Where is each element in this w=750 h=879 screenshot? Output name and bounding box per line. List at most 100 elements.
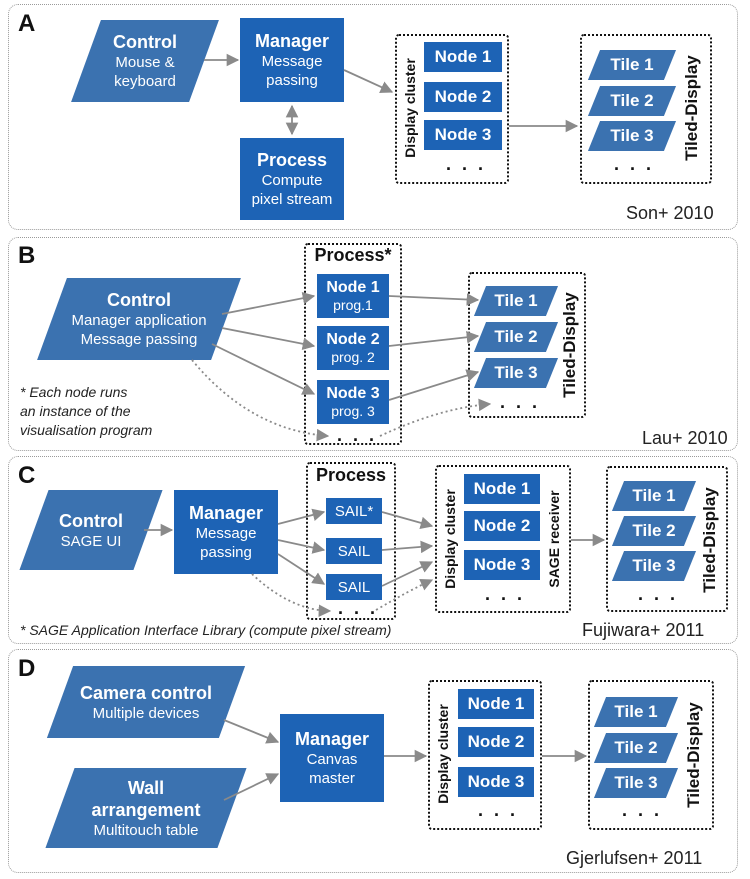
panel-b-node-3-prog: prog. 3 xyxy=(331,403,375,419)
panel-c-tile-3: Tile 3 xyxy=(611,551,697,581)
panel-c-tile-ellipsis: . . . xyxy=(638,584,679,604)
panel-d-citation: Gjerlufsen+ 2011 xyxy=(566,848,703,868)
panel-d-tile-3: Tile 3 xyxy=(593,768,679,798)
panel-c-tile-2: Tile 2 xyxy=(611,516,697,546)
panel-c-tile-3-label: Tile 3 xyxy=(632,556,676,575)
arrow-b-node2-tile2 xyxy=(388,331,480,347)
panel-a-process-title: Process xyxy=(256,150,328,170)
panel-c-sail-3: SAIL xyxy=(326,574,382,600)
panel-c-control-title: Control xyxy=(59,510,123,531)
panel-a-control-line1: Mouse & xyxy=(115,54,175,71)
panel-d-camera-title: Camera control xyxy=(79,682,213,703)
panel-a-tile-3-label: Tile 3 xyxy=(610,126,654,145)
arrow-b-control-node2 xyxy=(221,327,316,351)
panel-b-node-2-prog: prog. 2 xyxy=(331,349,375,365)
panel-d-node-1: Node 1 xyxy=(458,689,534,719)
arrow-c-sail3-cluster xyxy=(381,561,434,587)
panel-d-tiled-display xyxy=(588,680,714,830)
panel-b-node-1-name: Node 1 xyxy=(326,279,380,296)
panel-b-node-2-name: Node 2 xyxy=(326,331,380,348)
panel-d-node-2: Node 2 xyxy=(458,727,534,757)
panel-d-label: D xyxy=(18,655,36,682)
arrow-c-manager-sail2 xyxy=(277,539,326,554)
panel-c-note: * SAGE Application Interface Library (co… xyxy=(20,622,392,638)
panel-a-node-2: Node 2 xyxy=(424,82,502,112)
panel-c-citation: Fujiwara+ 2011 xyxy=(582,620,705,640)
panel-d-manager-title: Manager xyxy=(294,729,370,749)
panel-c-manager-title: Manager xyxy=(188,503,264,523)
panel-a-label: A xyxy=(18,10,36,37)
panel-b-tiled-display xyxy=(468,272,586,418)
panel-b-tile-1: Tile 1 xyxy=(473,286,559,316)
panel-c-manager-line2: passing xyxy=(200,544,252,561)
panel-c-display-cluster xyxy=(435,465,571,613)
panel-b-note-line1: * Each node runs xyxy=(20,384,128,400)
panel-c-process xyxy=(306,462,396,620)
arrow-d-camera-manager xyxy=(223,719,280,744)
panel-b-node-3: Node 3 prog. 3 xyxy=(317,380,389,424)
panel-b-control: Control Manager application Message pass… xyxy=(37,278,241,360)
panel-a-manager-line2: passing xyxy=(266,72,318,89)
panel-a-tile-2-label: Tile 2 xyxy=(610,91,654,110)
panel-d-tile-3-label: Tile 3 xyxy=(614,773,658,792)
panel-d-tile-2: Tile 2 xyxy=(593,733,679,763)
panel-c-tile-1-label: Tile 1 xyxy=(632,486,676,505)
panel-b-note-line2: an instance of the xyxy=(20,403,131,419)
panel-c-manager: Manager Message passing xyxy=(174,490,278,574)
panel-a-node-3: Node 3 xyxy=(424,120,502,150)
panel-d-node-3: Node 3 xyxy=(458,767,534,797)
panel-c-sail-1: SAIL* xyxy=(326,498,382,524)
panel-d-wall-title2: arrangement xyxy=(91,799,201,820)
panel-b-node-1: Node 1 prog.1 xyxy=(317,274,389,318)
arrow-c-more-cluster xyxy=(375,578,434,611)
panel-b-process-title: Process* xyxy=(314,245,392,265)
panel-b-note-line3: visualisation program xyxy=(20,422,153,438)
panel-a xyxy=(8,4,738,230)
arrow-b-control-node3 xyxy=(211,343,316,395)
panel-b-control-title: Control xyxy=(107,290,171,310)
panel-c-control-line1: SAGE UI xyxy=(60,532,122,550)
panel-d-manager-line1: Canvas xyxy=(306,751,358,768)
panel-c-control: Control SAGE UI xyxy=(19,490,163,570)
panel-c-tile-2-label: Tile 2 xyxy=(632,521,676,540)
panel-a-tile-3: Tile 3 xyxy=(587,121,677,151)
panel-b-tile-1-label: Tile 1 xyxy=(494,291,538,310)
panel-b-tile-2-label: Tile 2 xyxy=(494,327,538,346)
panel-b-citation: Lau+ 2010 xyxy=(642,428,728,448)
arrow-c-sail2-cluster xyxy=(381,540,434,554)
panel-c-manager-line1: Message xyxy=(195,525,257,542)
panel-c-ellipsis: . . . xyxy=(338,598,379,618)
arrow-b-control-more xyxy=(191,359,330,442)
arrow-c-sail1-cluster xyxy=(381,511,434,530)
panel-a-manager-line1: Message xyxy=(261,53,323,70)
panel-d-tile-1-label: Tile 1 xyxy=(614,702,658,721)
panel-a-control: Control Mouse & keyboard xyxy=(71,20,219,102)
panel-d-ellipsis: . . . xyxy=(478,800,519,820)
panel-c-node-3: Node 3 xyxy=(464,550,540,580)
panel-d-tile-2-label: Tile 2 xyxy=(614,738,658,757)
panel-a-citation: Son+ 2010 xyxy=(626,203,714,223)
panel-b-node-2: Node 2 prog. 2 xyxy=(317,326,389,370)
panel-b-tile-3: Tile 3 xyxy=(473,358,559,388)
panel-b-control-line2: Message passing xyxy=(80,331,198,348)
panel-a-process: Process Compute pixel stream xyxy=(240,138,344,220)
panel-d-tile-1: Tile 1 xyxy=(593,697,679,727)
panel-a-tile-ellipsis: . . . xyxy=(614,154,655,174)
arrow-c-manager-sail3 xyxy=(277,553,326,585)
arrow-b-more-more xyxy=(379,398,492,437)
arrow-a-manager-cluster xyxy=(343,69,394,94)
panel-b-tile-2: Tile 2 xyxy=(473,322,559,352)
arrow-d-wall-manager xyxy=(223,773,280,801)
panel-a-manager-title: Manager xyxy=(254,31,330,51)
panel-a-process-line2: pixel stream xyxy=(251,191,333,208)
panel-d-wall-arrangement: Wall arrangement Multitouch table xyxy=(45,768,247,848)
panel-a-control-line2: keyboard xyxy=(114,73,176,90)
panel-d-wall-title1: Wall xyxy=(127,777,165,798)
panel-c-process-title: Process xyxy=(315,465,387,485)
panel-a-tiled-display xyxy=(580,34,712,184)
panel-d-tile-ellipsis: . . . xyxy=(622,800,663,820)
panel-d-display-cluster xyxy=(428,680,542,830)
panel-c xyxy=(8,456,738,644)
panel-b-ellipsis: . . . xyxy=(337,425,378,445)
